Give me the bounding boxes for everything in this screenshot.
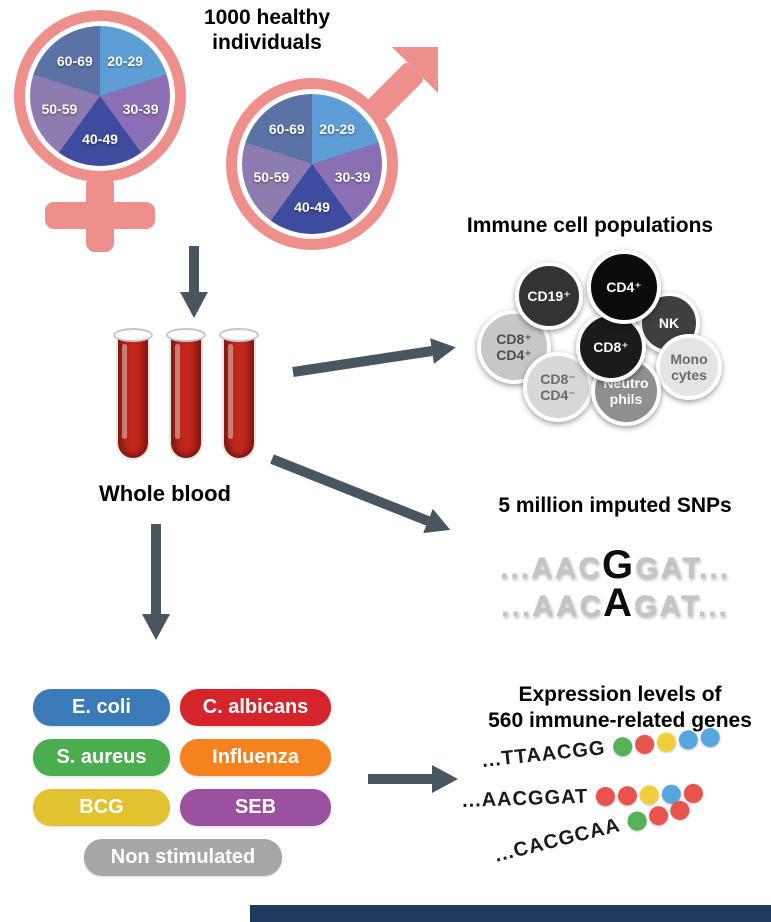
stimulus-calbicans: C. albicans: [180, 689, 331, 726]
immune-cell-cd8neg-cd4neg: CD8⁻ CD4⁻: [523, 352, 593, 422]
arrow-to-snps: [270, 454, 451, 534]
expression-dot: [646, 804, 670, 828]
expression-dot: [625, 809, 649, 833]
sequence-prefix: ...AAC: [500, 552, 603, 585]
immune-cell-cd8: CD8⁺: [576, 312, 646, 382]
arrow-to-stimuli: [142, 524, 170, 640]
blood-tube: [113, 328, 153, 460]
blood-tube-liquid: [222, 336, 256, 460]
stimulus-seb: SEB: [180, 789, 331, 826]
female-symbol-icon: 20-29 30-39 40-49 50-59 60-69: [14, 10, 186, 182]
blood-tube: [219, 328, 259, 460]
arrow-to-expression: [368, 765, 458, 793]
snp-sequence-alt: ...AACAGAT...: [455, 581, 771, 626]
expression-dot: [634, 733, 656, 755]
female-age-pie: 20-29 30-39 40-49 50-59 60-69: [30, 26, 170, 166]
sequence-suffix: GAT...: [635, 552, 730, 585]
variant-allele: A: [603, 581, 635, 625]
expression-dot: [595, 786, 616, 807]
expression-dot: [617, 785, 638, 806]
immune-cell-monocytes: Mono cytes: [656, 334, 722, 400]
age-label-40-49: 40-49: [82, 131, 118, 148]
immune-cell-cd19: CD19⁺: [515, 262, 583, 330]
expression-dot: [656, 731, 677, 753]
blood-tube-liquid: [116, 336, 150, 460]
sequence-prefix: ...AAC: [501, 590, 604, 623]
stimulus-non-stimulated: Non stimulated: [84, 839, 282, 876]
study-title: 1000 healthy individuals: [203, 6, 331, 54]
stimulus-ecoli: E. coli: [33, 689, 170, 726]
arrow-to-immune-cells: [292, 338, 456, 377]
expression-dot: [612, 736, 634, 758]
arrow-to-blood: [180, 246, 208, 318]
age-label-20-29: 20-29: [107, 53, 144, 69]
variant-allele: G: [602, 543, 636, 587]
sequence-suffix: GAT...: [634, 590, 729, 623]
expression-dot: [677, 729, 699, 751]
expression-dot: [639, 785, 660, 805]
snp-sequence-ref: ...AACGGAT...: [455, 543, 771, 588]
male-age-pie: 20-29 30-39 40-49 50-59 60-69: [242, 94, 382, 234]
gene-sequence: ...AACGGAT: [461, 785, 589, 812]
age-label-20-29: 20-29: [319, 121, 356, 137]
gene-sequence: ...TTAACGG: [480, 737, 607, 772]
male-ring-core: 20-29 30-39 40-49 50-59 60-69: [237, 89, 387, 239]
gene-sequence: ...CACGCAA: [492, 814, 623, 867]
expression-title: Expression levels of 560 immune-related …: [488, 683, 752, 732]
age-label-50-59: 50-59: [41, 100, 78, 117]
immune-cell-cd4: CD4⁺: [587, 250, 661, 324]
blood-tube-rim: [219, 328, 259, 342]
blood-tube-liquid: [169, 336, 203, 460]
stimulus-influenza: Influenza: [180, 739, 331, 776]
bottom-panel-edge: [250, 905, 771, 922]
age-label-40-49: 40-49: [294, 199, 330, 216]
stimulus-bcg: BCG: [33, 789, 170, 826]
blood-tube: [166, 328, 206, 460]
female-ring-core: 20-29 30-39 40-49 50-59 60-69: [25, 21, 175, 171]
age-label-30-39: 30-39: [334, 168, 371, 185]
age-label-50-59: 50-59: [253, 168, 290, 185]
expression-dot: [699, 727, 721, 748]
male-symbol-icon: 20-29 30-39 40-49 50-59 60-69: [226, 78, 398, 250]
whole-blood-label: Whole blood: [99, 481, 231, 506]
female-symbol-crossbar: [45, 202, 155, 229]
blood-tube-rim: [113, 328, 153, 342]
stimulus-saureus: S. aureus: [33, 739, 170, 776]
snps-title: 5 million imputed SNPs: [498, 494, 732, 517]
age-label-30-39: 30-39: [122, 100, 159, 117]
immune-populations-title: Immune cell populations: [466, 214, 714, 237]
age-label-60-69: 60-69: [56, 53, 93, 69]
blood-tube-rim: [166, 328, 206, 342]
age-label-60-69: 60-69: [268, 121, 305, 137]
